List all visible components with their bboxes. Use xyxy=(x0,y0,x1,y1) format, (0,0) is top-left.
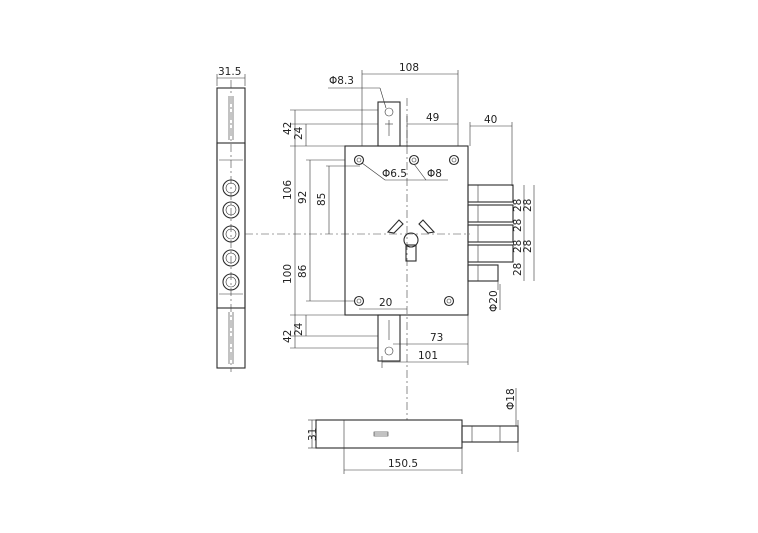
dim-bottom-73: 73 xyxy=(430,332,443,344)
dim-height-92: 92 xyxy=(297,191,309,204)
dim-bolt-dia-18: Φ18 xyxy=(505,388,517,410)
dim-bolt-pitch-5: 28 xyxy=(522,240,534,253)
bottom-faceplate xyxy=(315,419,463,449)
dim-top-offset: 49 xyxy=(426,112,439,124)
dim-hole-8: Φ8 xyxy=(427,168,442,180)
dim-hole-top: Φ8.3 xyxy=(329,75,354,87)
dim-bolt-pitch-1: 28 xyxy=(512,199,524,212)
right-bolts xyxy=(467,184,514,290)
side-view: 31.5 xyxy=(216,66,246,372)
dim-bottom-42: 42 xyxy=(282,330,294,343)
dim-height-106: 106 xyxy=(282,180,294,200)
front-view xyxy=(344,101,514,362)
bottom-bolt xyxy=(461,425,519,443)
dim-side-width: 31.5 xyxy=(218,66,241,78)
dim-height-85: 85 xyxy=(316,193,328,206)
side-bolt-circles xyxy=(222,179,240,291)
dim-height-100: 100 xyxy=(282,264,294,284)
dim-top-42: 42 xyxy=(282,122,294,135)
dim-bottom-20: 20 xyxy=(379,297,392,309)
bottom-view: 31 150.5 Φ18 xyxy=(307,388,519,474)
dim-front-1505: 150.5 xyxy=(388,458,418,470)
dim-bottom-101: 101 xyxy=(418,350,438,362)
dim-bolt-pitch-3: 28 xyxy=(512,219,524,232)
dim-bottom-24: 24 xyxy=(293,322,305,336)
cylinder-cutout xyxy=(386,219,436,262)
dim-right-width: 40 xyxy=(484,114,497,126)
dim-hole-65: Φ6.5 xyxy=(382,168,407,180)
dim-bolt-pitch-4: 28 xyxy=(512,240,524,253)
front-dimensions: 108 Φ8.3 49 40 42 24 106 92 85 xyxy=(282,62,535,368)
dim-bolt-pitch-2: 28 xyxy=(522,199,534,212)
dim-bolt-dia-20: Φ20 xyxy=(488,290,500,312)
dim-top-width: 108 xyxy=(399,62,419,74)
bottom-tab xyxy=(377,314,401,362)
dim-top-24: 24 xyxy=(293,126,305,140)
dim-bolt-pitch-6: 28 xyxy=(512,263,524,276)
dim-height-86: 86 xyxy=(297,264,309,278)
dim-front-31: 31 xyxy=(307,428,319,441)
